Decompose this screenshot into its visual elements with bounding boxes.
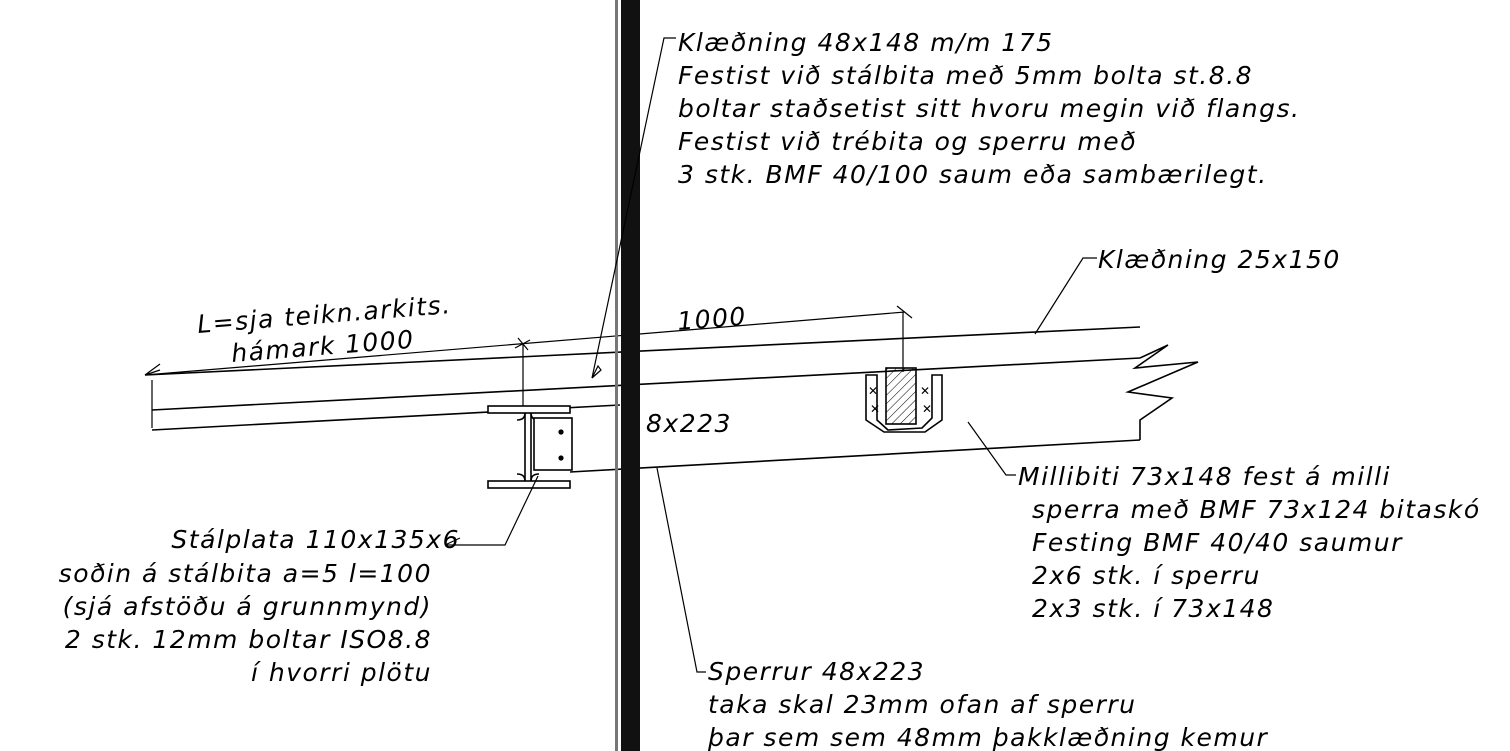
sperrur-line-3: þar sem sem 48mm þakklæðning kemur	[707, 723, 1269, 751]
dimension-arrow-left	[144, 363, 161, 376]
steel-plate-line-4: 2 stk. 12mm boltar ISO8.8	[65, 625, 432, 654]
millibiti-section	[885, 367, 917, 425]
sperrur-line-1: Sperrur 48x223	[708, 657, 925, 686]
rafter-bottom-line	[569, 439, 1141, 473]
millibiti-line-5: 2x3 stk. í 73x148	[1032, 594, 1274, 623]
beam-fillet-1	[516, 412, 526, 421]
beam-fillet-4	[530, 473, 540, 482]
millibiti-line-1: Millibiti 73x148 fest á milli	[1018, 462, 1391, 491]
beam-bottom-flange	[487, 480, 571, 489]
dimension-tick-right	[896, 305, 913, 319]
steel-plate-note: Stálplata 110x135x6 soðin á stálbita a=5…	[59, 525, 460, 687]
steel-i-beam	[487, 405, 573, 489]
nail-marks-right-1: ✕	[920, 384, 930, 398]
nail-marks-left-1: ✕	[868, 384, 878, 398]
beam-top-flange	[487, 405, 571, 414]
top-note-line-2: Festist við stálbita með 5mm bolta st.8.…	[678, 61, 1253, 90]
rafter-top-line	[151, 357, 1141, 411]
leader-top-arrow	[591, 364, 602, 379]
top-note-line-4: Festist við trébita og sperru með	[678, 127, 1137, 156]
nail-marks-left-2: ✕	[870, 402, 880, 416]
roof-cladding-lines	[144, 326, 1141, 473]
top-note-line-5: 3 stk. BMF 40/100 saum eða sambærilegt.	[678, 160, 1268, 189]
break-line	[1125, 344, 1199, 440]
millibiti-note: Millibiti 73x148 fest á milli sperra með…	[1018, 462, 1481, 623]
steel-plate-line-3: (sjá afstöðu á grunnmynd)	[63, 592, 432, 621]
millibiti-line-4: 2x6 stk. í sperru	[1032, 561, 1261, 590]
bolt-hole-bottom	[558, 455, 564, 461]
leader-top-note	[591, 37, 676, 379]
bolt-hole-top	[558, 429, 564, 435]
leader-steel-plate	[444, 475, 539, 546]
top-note: Klæðning 48x148 m/m 175 Festist við stál…	[678, 28, 1300, 189]
top-note-line-1: Klæðning 48x148 m/m 175	[678, 28, 1054, 57]
rafter-size-label: 8x223	[646, 409, 732, 438]
leader-lines	[444, 37, 1097, 673]
sperrur-note: Sperrur 48x223 taka skal 23mm ofan af sp…	[707, 657, 1269, 751]
sheet-divider-shadow	[615, 0, 618, 751]
millibiti-line-2: sperra með BMF 73x124 bitaskó	[1032, 495, 1481, 524]
steel-plate-line-5: í hvorri plötu	[251, 658, 432, 687]
right-dim-label: 1000	[676, 302, 748, 336]
top-note-line-3: boltar staðsetist sitt hvoru megin við f…	[678, 94, 1300, 123]
cladding-label: Klæðning 25x150	[1098, 245, 1341, 274]
beam-fillet-3	[516, 473, 526, 482]
dimension-line	[144, 305, 913, 412]
steel-plate-line-1: Stálplata 110x135x6	[171, 525, 460, 554]
dimension-baseline	[144, 311, 906, 376]
leader-cladding	[1034, 257, 1097, 335]
leader-millibiti	[967, 421, 1016, 476]
millibiti-line-3: Festing BMF 40/40 saumur	[1032, 528, 1403, 557]
sperrur-line-2: taka skal 23mm ofan af sperru	[708, 690, 1137, 719]
steel-plate	[533, 417, 573, 471]
sheet-divider-bar	[621, 0, 640, 751]
leader-sperrur	[656, 467, 706, 673]
nail-marks-right-2: ✕	[922, 402, 932, 416]
joist-hanger	[865, 374, 943, 433]
cladding-top-line	[144, 326, 1141, 376]
millibiti-block: ✕ ✕ ✕ ✕	[865, 367, 943, 433]
steel-plate-line-2: soðin á stálbita a=5 l=100	[59, 559, 432, 588]
